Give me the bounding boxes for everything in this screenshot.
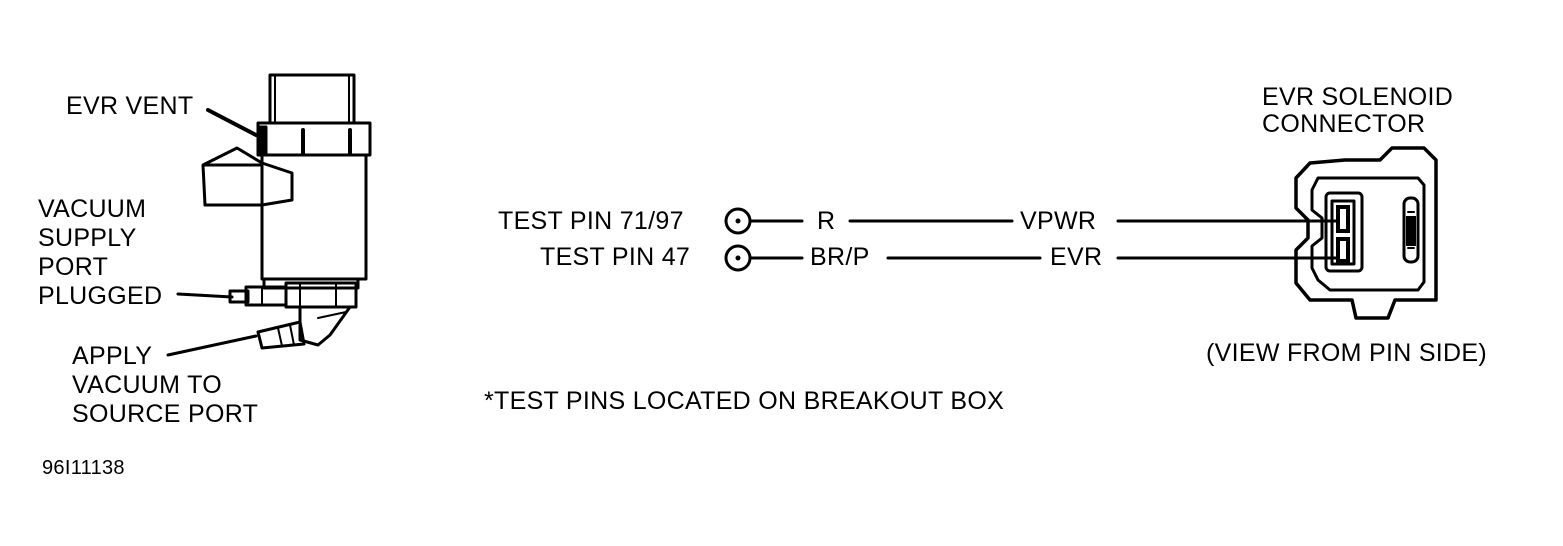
test-pin-wiring [724,207,1342,272]
source-leader-line [166,334,258,357]
terminal-cavity [1324,191,1364,273]
vacuum-supply-port-label: VACUUM SUPPLY PORT PLUGGED [38,195,162,311]
source-port [256,320,306,350]
circuit-evr: EVR [1050,243,1103,271]
evr-solenoid-illustration [201,73,372,350]
solenoid-body [260,153,368,281]
supply-label-line-1: VACUUM [38,195,147,223]
evr-connector-illustration [1294,146,1438,320]
solenoid-connector-housing [201,146,264,207]
circuit-vpwr: VPWR [1020,207,1097,235]
evr-vent-label: EVR VENT [66,92,194,120]
supply-label-line-4: PLUGGED [38,282,163,310]
solenoid-collar [256,121,372,157]
connector-title: EVR SOLENOID CONNECTOR [1262,84,1453,138]
breakout-box-note: *TEST PINS LOCATED ON BREAKOUT BOX [484,387,1005,415]
test-pin-71-97-label: TEST PIN 71/97 [498,207,684,235]
source-label-line-2: VACUUM TO [72,371,222,399]
supply-port [244,285,288,307]
vent-slot [256,125,268,155]
connector-latch [1402,196,1420,264]
supply-label-line-2: SUPPLY [38,224,137,252]
wire-color-r: R [817,207,836,235]
source-label-line-1: APPLY [72,342,153,370]
connector-title-line-1: EVR SOLENOID [1262,83,1454,111]
source-label-line-3: SOURCE PORT [72,400,259,428]
connector-title-line-2: CONNECTOR [1262,110,1426,138]
figure-id: 96I11138 [42,457,125,479]
connector-view-note: (VIEW FROM PIN SIDE) [1206,339,1487,367]
source-port-stem [298,305,352,347]
supply-label-line-3: PORT [38,253,109,281]
connector-shell [1294,146,1438,320]
connector-inner-shell [1310,176,1426,292]
test-pin-47-label: TEST PIN 47 [540,243,691,271]
solenoid-cap [268,73,356,125]
apply-vacuum-label: APPLY VACUUM TO SOURCE PORT [72,342,258,429]
vent-leader-line [206,108,258,137]
wire-color-brp: BR/P [810,243,870,271]
supply-leader-line [176,292,234,299]
